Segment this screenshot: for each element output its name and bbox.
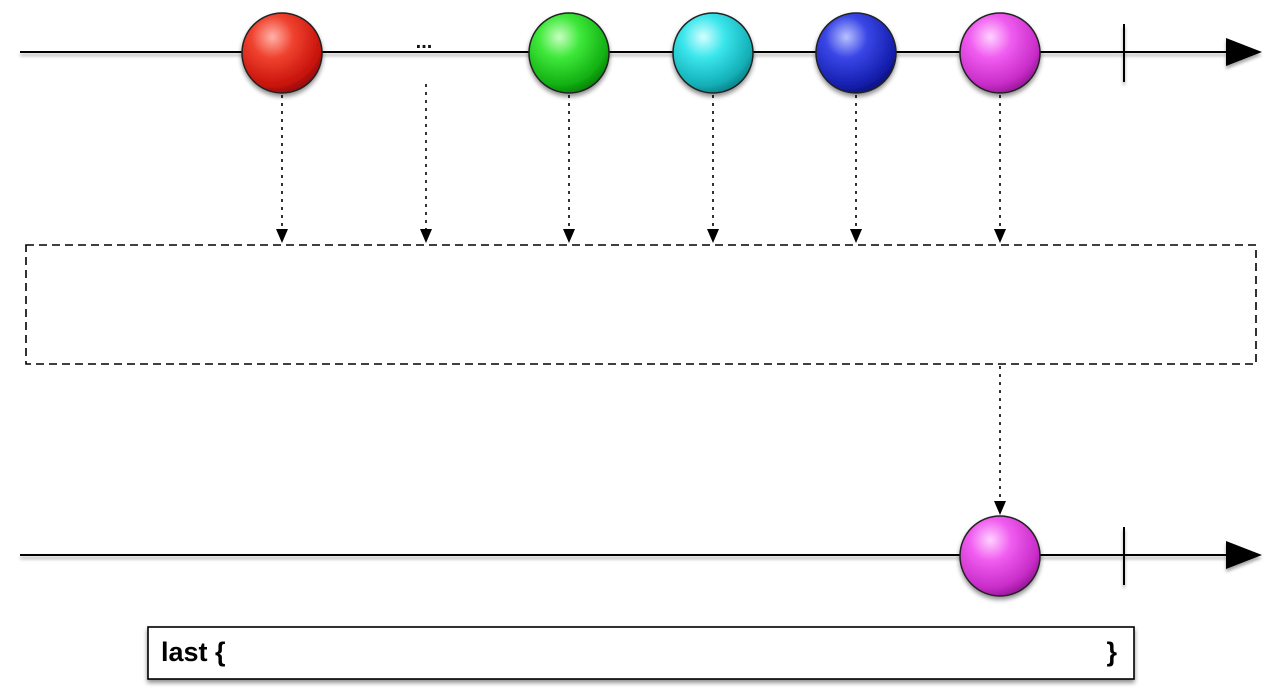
result-timeline xyxy=(20,527,1262,585)
green-marble xyxy=(528,12,610,94)
operator-open-brace: { xyxy=(215,637,226,667)
operator-keyword: last xyxy=(161,637,208,667)
emission-arrow xyxy=(707,95,719,243)
magenta-marble xyxy=(959,12,1041,94)
operator-close-brace: } xyxy=(1106,637,1117,667)
emission-arrow xyxy=(276,95,288,243)
source-timeline-arrowhead xyxy=(1226,38,1262,66)
blue-marble xyxy=(815,12,897,94)
cyan-marble xyxy=(672,12,754,94)
operator-name: last { xyxy=(161,637,226,667)
source-marbles xyxy=(241,12,1041,94)
magenta-result-marble xyxy=(959,515,1041,597)
source-timeline xyxy=(20,24,1262,82)
source-to-operator-arrows xyxy=(276,84,1006,243)
red-marble xyxy=(241,12,323,94)
source-gap-label: ... xyxy=(416,31,433,53)
emission-arrow xyxy=(850,95,862,243)
emission-arrow xyxy=(994,95,1006,243)
operator-to-result-arrow xyxy=(994,366,1006,515)
operator-label-box: last { } xyxy=(147,626,1135,680)
emission-arrow xyxy=(563,95,575,243)
result-timeline-arrowhead xyxy=(1226,541,1262,569)
operator-transform-box xyxy=(25,244,1257,365)
emission-arrow xyxy=(420,84,432,243)
